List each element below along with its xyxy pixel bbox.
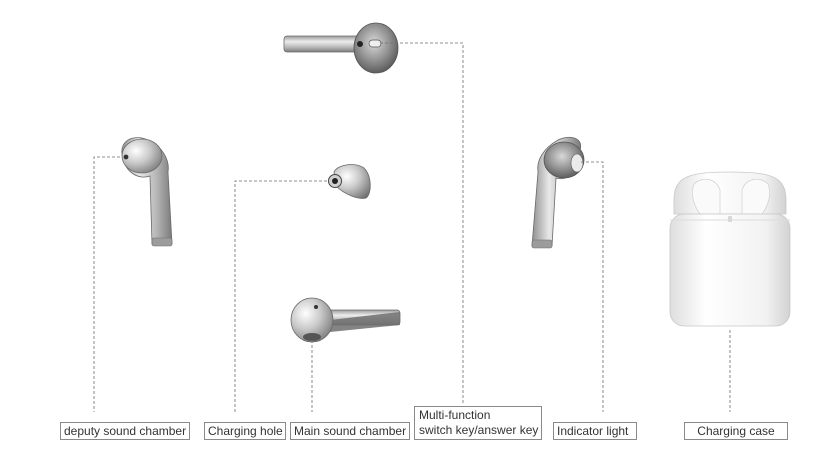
earbud-right-side [531,136,585,249]
label-charging-case-text: Charging case [697,424,775,438]
label-indicator-light: Indicator light [553,422,637,440]
earbud-top-horizontal [283,22,399,74]
earbud-front-main-chamber [290,297,401,343]
leader-charging-hole [234,180,327,412]
leader-multifunction-key [380,42,464,405]
label-charging-hole-text: Charging hole [208,424,283,438]
label-deputy-sound-chamber-text: deputy sound chamber [64,424,187,438]
label-deputy-sound-chamber: deputy sound chamber [60,422,190,440]
label-multifunction-key: Multi-function switch key/answer key [414,406,542,440]
label-charging-case: Charging case [684,422,788,440]
earbud-head-charging-hole [328,164,371,199]
label-multifunction-line1: Multi-function [419,408,491,422]
charging-case-illustration [669,171,791,327]
label-charging-hole: Charging hole [204,422,286,440]
label-main-sound-chamber-text: Main sound chamber [294,424,407,438]
leader-indicator-light [581,161,604,412]
label-indicator-light-text: Indicator light [557,424,629,438]
leader-lines [93,42,731,412]
label-multifunction-line2: switch key/answer key [419,423,539,437]
leader-deputy-sound-chamber [93,156,120,412]
earbud-left-side [121,137,173,247]
label-main-sound-chamber: Main sound chamber [290,422,410,440]
